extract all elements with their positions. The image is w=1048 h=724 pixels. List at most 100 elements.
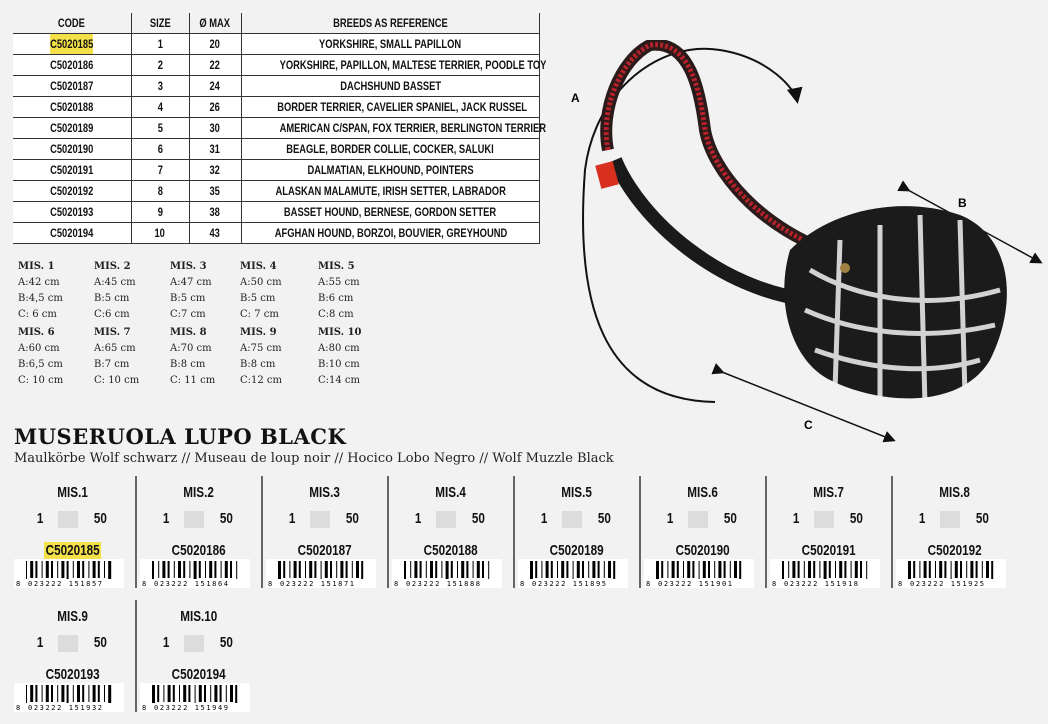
product-code: C5020192	[927, 542, 982, 559]
barcode-bar	[198, 685, 202, 702]
barcode-bar	[230, 561, 232, 578]
barcode-bar	[823, 561, 827, 579]
quantity-input[interactable]	[562, 510, 583, 528]
ean-digits: 023222 151949	[154, 704, 230, 712]
code-cell: C5020194	[13, 222, 132, 244]
barcode-bar	[656, 561, 659, 579]
max-cell: 32	[188, 159, 242, 181]
quantity-input[interactable]	[814, 510, 835, 528]
measure-b: B:5 cm	[170, 293, 206, 304]
barcode-bar	[219, 685, 222, 702]
quantity-input[interactable]	[184, 510, 205, 528]
measure-name: MIS. 1	[18, 261, 55, 272]
barcode-bar	[835, 561, 836, 578]
barcode-bar	[82, 561, 85, 578]
barcode-bar	[850, 561, 852, 578]
breeds-cell: YORKSHIRE, PAPILLON, MALTESE TERRIER, PO…	[240, 54, 546, 76]
breeds-cell: AMERICAN C/SPAN, FOX TERRIER, BERLINGTON…	[240, 117, 546, 139]
code-cell: C5020186	[13, 54, 132, 76]
barcode-bar	[430, 561, 433, 578]
barcode-bar	[482, 561, 484, 578]
barcode-bar	[441, 561, 443, 578]
barcode-bar	[981, 561, 983, 578]
quantity-input[interactable]	[436, 510, 457, 528]
barcode-bar	[545, 561, 549, 578]
ean-first-digit: 8	[898, 580, 902, 588]
barcode-bar	[683, 561, 684, 578]
barcode-bar	[714, 561, 716, 578]
barcode-bar	[183, 561, 186, 578]
size-label: MIS.6	[687, 484, 718, 501]
barcode-bar	[419, 561, 422, 578]
barcode-bar	[204, 685, 206, 702]
barcode-bar	[45, 561, 49, 578]
barcode-bar	[476, 561, 480, 578]
max-cell: 30	[188, 117, 242, 139]
quantity-input[interactable]	[940, 510, 961, 528]
muzzle-product-image: A B C	[571, 40, 1043, 443]
quantity-input[interactable]	[58, 634, 79, 652]
barcode-bar	[340, 561, 344, 578]
measure-c: C: 7 cm	[240, 309, 279, 320]
barcode-bar	[66, 561, 69, 579]
ean-first-digit: 8	[268, 580, 272, 588]
quantity-input[interactable]	[688, 510, 709, 528]
barcode-bar	[152, 685, 155, 703]
barcode-bar	[320, 561, 322, 579]
dimension-a-arrow	[582, 47, 803, 403]
measure-name: MIS. 6	[18, 327, 55, 338]
barcode-bar	[667, 561, 669, 578]
barcode-bar	[541, 561, 543, 578]
quantity-input[interactable]	[184, 634, 205, 652]
barcode-bar	[404, 561, 406, 579]
ean-digits: 023222 151857	[28, 580, 104, 588]
dimension-a-label: A	[571, 91, 580, 105]
barcode-bar	[97, 685, 100, 702]
dimension-b-label: B	[958, 196, 967, 210]
barcode-bar	[173, 561, 175, 578]
measure-c: C: 10 cm	[18, 375, 64, 386]
measure-b: B:8 cm	[240, 359, 276, 370]
barcode-bar	[35, 685, 38, 702]
size-cell: 10	[130, 222, 190, 244]
measure-b: B:10 cm	[318, 359, 360, 370]
barcode-bar	[88, 685, 90, 702]
measure-c: C: 11 cm	[170, 375, 216, 386]
barcode-bar	[676, 561, 679, 578]
measure-a: A:47 cm	[170, 277, 212, 288]
barcode-bar	[792, 561, 796, 578]
barcode-bar	[77, 561, 80, 578]
qty-min: 1	[36, 634, 44, 651]
barcode-bar	[214, 561, 217, 578]
barcode-bar	[214, 685, 218, 702]
barcode-bar	[167, 685, 171, 702]
breeds-cell: BORDER TERRIER, CAVELIER SPANIEL, JACK R…	[240, 96, 540, 118]
barcode-bar	[839, 561, 843, 578]
measure-a: A:60 cm	[18, 343, 60, 354]
barcode-bar	[108, 685, 112, 703]
barcode-bar	[189, 561, 191, 578]
barcode-bar	[104, 685, 105, 702]
barcode-bar	[550, 561, 553, 578]
quantity-input[interactable]	[310, 510, 331, 528]
barcode-bar	[803, 561, 805, 578]
barcode-bar	[289, 561, 291, 578]
quantity-input[interactable]	[58, 510, 79, 528]
barcode-bar	[450, 561, 453, 578]
barcode-bar	[57, 685, 59, 702]
ean-digits: 023222 151901	[658, 580, 734, 588]
code-cell: C5020188	[13, 96, 132, 118]
barcode-bar	[613, 561, 616, 579]
measure-b: B:6 cm	[318, 293, 354, 304]
measure-name: MIS. 8	[170, 327, 207, 338]
ean-first-digit: 8	[520, 580, 524, 588]
ean-digits: 023222 151895	[532, 580, 608, 588]
size-cell: 5	[130, 117, 190, 139]
